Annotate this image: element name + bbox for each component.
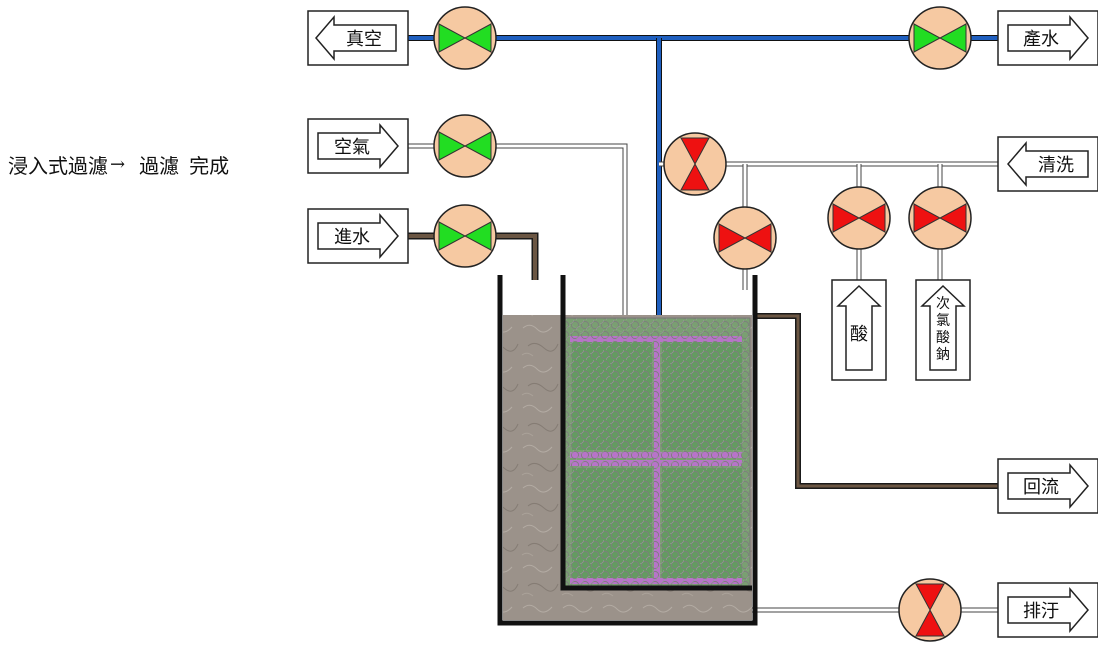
vacuum-label: 真空 bbox=[346, 29, 382, 50]
clean-label: 清洗 bbox=[1038, 155, 1074, 176]
valve-wedge bbox=[438, 131, 467, 161]
valve-feed[interactable] bbox=[433, 204, 497, 268]
valve-clean-main[interactable] bbox=[663, 132, 727, 196]
membrane-tank bbox=[497, 275, 758, 626]
valve-hypo[interactable] bbox=[908, 186, 972, 250]
process-name: 浸入式過濾 bbox=[8, 154, 108, 178]
return-label: 回流 bbox=[1023, 477, 1059, 498]
hypo-label-1: 次 bbox=[936, 296, 950, 312]
valve-wedge bbox=[438, 221, 467, 251]
valve-product[interactable] bbox=[908, 6, 972, 70]
stage-state: 完成 bbox=[189, 154, 230, 178]
tank-wall bbox=[497, 275, 758, 626]
valve-acid[interactable] bbox=[827, 186, 891, 250]
drain-label: 排汙 bbox=[1023, 601, 1059, 622]
feed-port[interactable]: 進水 bbox=[307, 208, 409, 264]
valve-wedge bbox=[913, 23, 942, 53]
acid-port[interactable]: 酸 bbox=[831, 279, 887, 381]
return-port[interactable]: 回流 bbox=[997, 458, 1098, 514]
valve-wedge bbox=[857, 203, 886, 233]
return-line bbox=[754, 313, 1000, 489]
hypo-label-2: 氯 bbox=[936, 313, 950, 329]
air-label: 空氣 bbox=[334, 137, 370, 158]
process-status: 浸入式過濾→ 過濾完成 bbox=[8, 150, 229, 179]
valve-wedge bbox=[915, 608, 945, 637]
tank-baffle bbox=[560, 275, 752, 591]
valve-wedge bbox=[680, 137, 710, 166]
valve-clean-branch[interactable] bbox=[713, 206, 777, 270]
hypo-label-4: 鈉 bbox=[936, 346, 950, 363]
clean-port[interactable]: 清洗 bbox=[997, 136, 1098, 192]
valve-wedge bbox=[938, 23, 967, 53]
drain-port[interactable]: 排汙 bbox=[997, 582, 1098, 638]
stage-name: 過濾 bbox=[139, 154, 180, 178]
valve-wedge bbox=[680, 162, 710, 191]
valve-wedge bbox=[913, 203, 942, 233]
feed-label: 進水 bbox=[334, 227, 370, 248]
vacuum-line bbox=[408, 35, 1000, 330]
valve-wedge bbox=[438, 23, 467, 53]
valve-wedge bbox=[938, 203, 967, 233]
valve-wedge bbox=[718, 223, 747, 253]
valve-wedge bbox=[832, 203, 861, 233]
arrow-icon: → bbox=[110, 154, 126, 175]
membrane-module bbox=[564, 317, 751, 591]
product-label: 產水 bbox=[1023, 29, 1059, 50]
acid-label: 酸 bbox=[850, 324, 868, 345]
valve-wedge bbox=[463, 23, 492, 53]
valve-air[interactable] bbox=[433, 114, 497, 178]
valve-wedge bbox=[743, 223, 772, 253]
hypo-label-3: 酸 bbox=[936, 330, 950, 346]
valve-wedge bbox=[463, 221, 492, 251]
vacuum-port[interactable]: 真空 bbox=[307, 10, 409, 66]
product-port[interactable]: 產水 bbox=[997, 10, 1098, 66]
valve-wedge bbox=[463, 131, 492, 161]
air-port[interactable]: 空氣 bbox=[307, 118, 409, 174]
valve-wedge bbox=[915, 583, 945, 612]
valve-vacuum[interactable] bbox=[433, 6, 497, 70]
valve-drain[interactable] bbox=[898, 578, 962, 642]
hypo-port[interactable]: 次 氯 酸 鈉 bbox=[915, 279, 971, 381]
